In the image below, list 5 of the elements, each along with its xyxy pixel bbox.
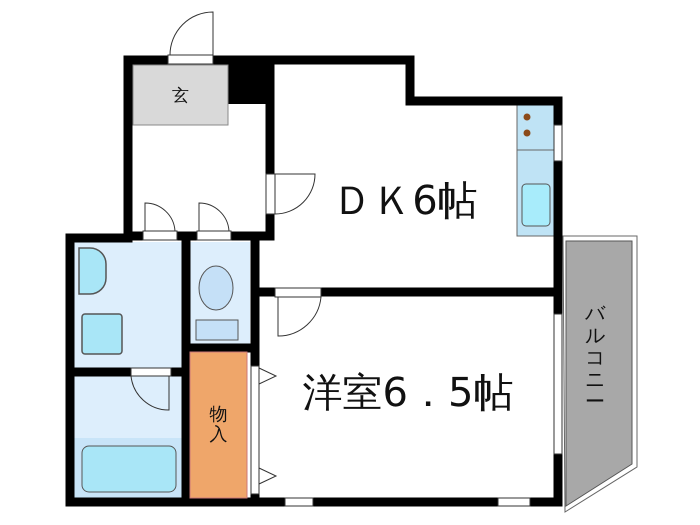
room-label: 玄 [172,84,189,106]
room-label: バルコニー [585,302,605,412]
room-label: 物入 [210,405,228,445]
room-label: ＤＫ6帖 [332,176,478,226]
room-label: 洋室6．5帖 [302,368,514,418]
